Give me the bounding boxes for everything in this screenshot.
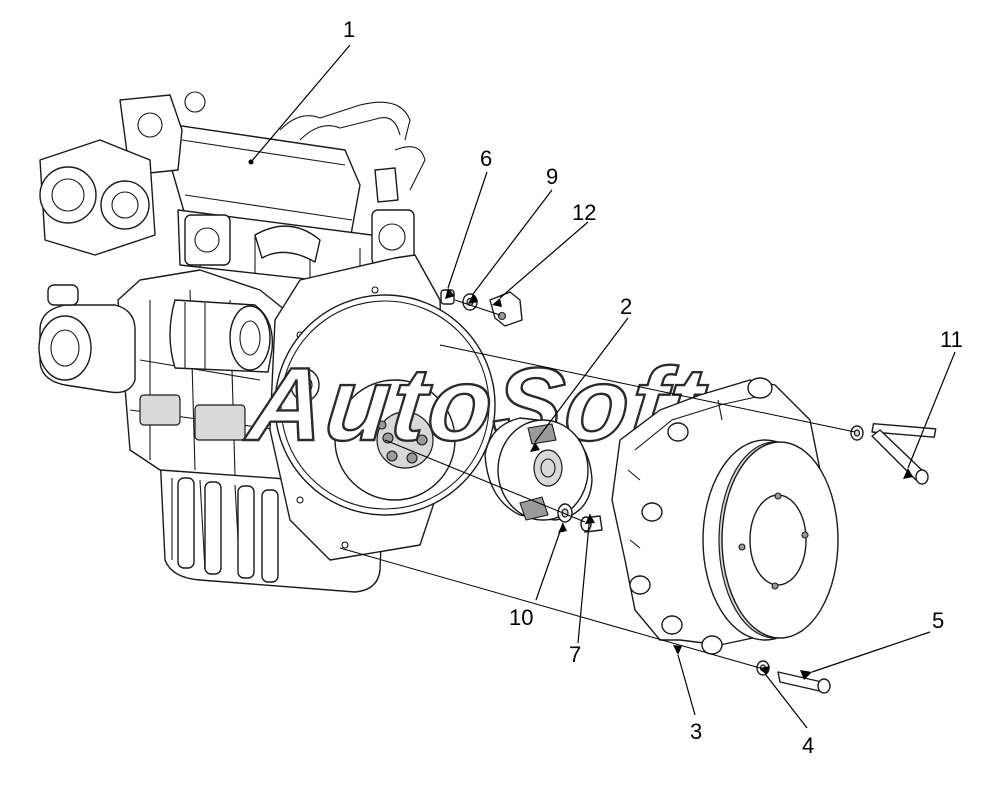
washer-part-10 [557,503,573,523]
callout-5: 5 [932,608,944,633]
bolt-part-11 [871,422,937,485]
washer-part-11 [850,425,864,441]
coupling-part-2 [484,417,593,521]
callout-7: 7 [569,642,581,667]
engine-assembly [38,91,496,593]
leader-arrowheads [445,288,913,680]
callout-3: 3 [690,719,702,744]
callout-1: 1 [343,17,355,42]
flywheel-housing-part-3 [611,377,839,655]
callout-4: 4 [802,733,814,758]
callout-6: 6 [480,146,492,171]
bracket-part-12 [489,291,523,327]
callout-2: 2 [620,294,632,319]
callouts: 1 2 3 4 5 6 7 9 10 11 12 [250,17,963,758]
callout-12: 12 [572,200,596,225]
assembly-axes [339,299,856,669]
callout-10: 10 [509,605,533,630]
bolt-part-5 [777,671,831,694]
flywheel [274,294,496,516]
callout-11: 11 [940,327,963,352]
callout-9: 9 [546,164,558,189]
